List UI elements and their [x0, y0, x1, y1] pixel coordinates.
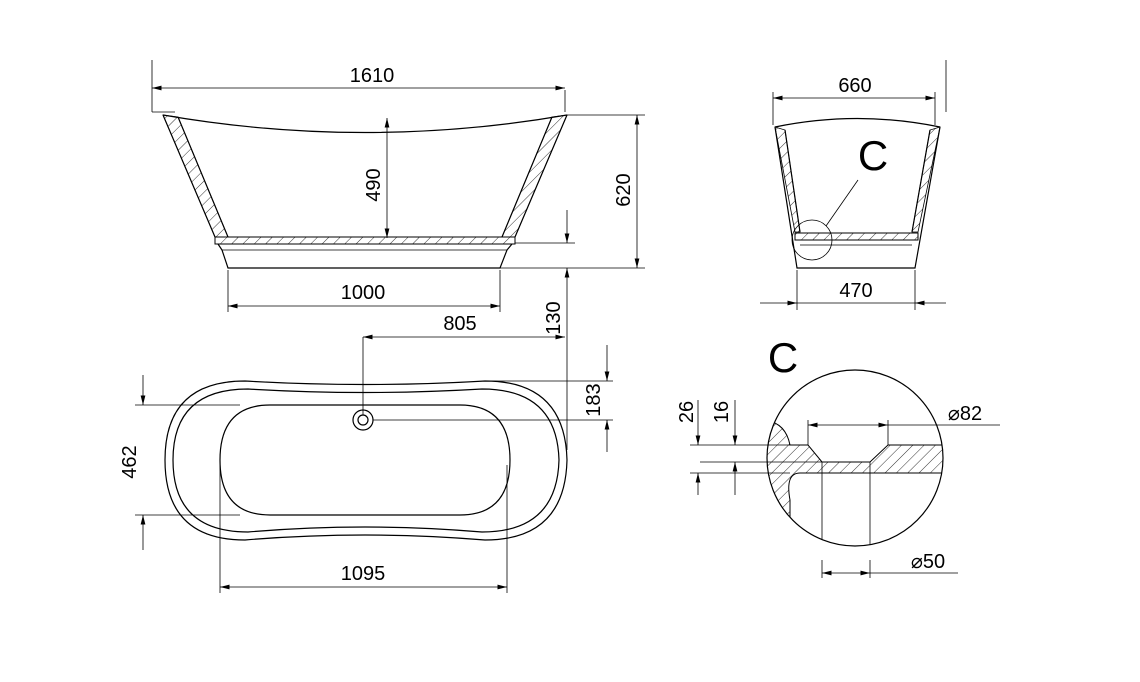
detail-c-title: C — [768, 334, 798, 381]
dim-1000: 1000 — [341, 282, 386, 304]
dim-1095: 1095 — [341, 563, 386, 585]
dim-805: 805 — [443, 313, 476, 335]
dim-490: 490 — [363, 168, 385, 201]
side-view: C 660 470 — [760, 60, 947, 310]
top-view: 462 1095 183 — [119, 345, 613, 593]
dim-1610: 1610 — [350, 65, 395, 87]
dim-26: 26 — [676, 401, 698, 423]
dim-470: 470 — [839, 280, 872, 302]
detail-c: C ⌀82 ⌀50 26 16 — [676, 334, 1000, 578]
dim-16: 16 — [711, 401, 733, 423]
detail-c-callout: C — [858, 132, 888, 179]
dim-dia-82: ⌀82 — [948, 403, 982, 425]
dim-183: 183 — [583, 383, 605, 416]
dim-130: 130 — [543, 301, 565, 334]
dim-660: 660 — [838, 75, 871, 97]
dim-dia-50: ⌀50 — [911, 551, 945, 573]
dim-462: 462 — [119, 445, 141, 478]
front-view: 1610 490 620 1000 130 805 — [151, 60, 645, 450]
dim-620: 620 — [613, 173, 635, 206]
